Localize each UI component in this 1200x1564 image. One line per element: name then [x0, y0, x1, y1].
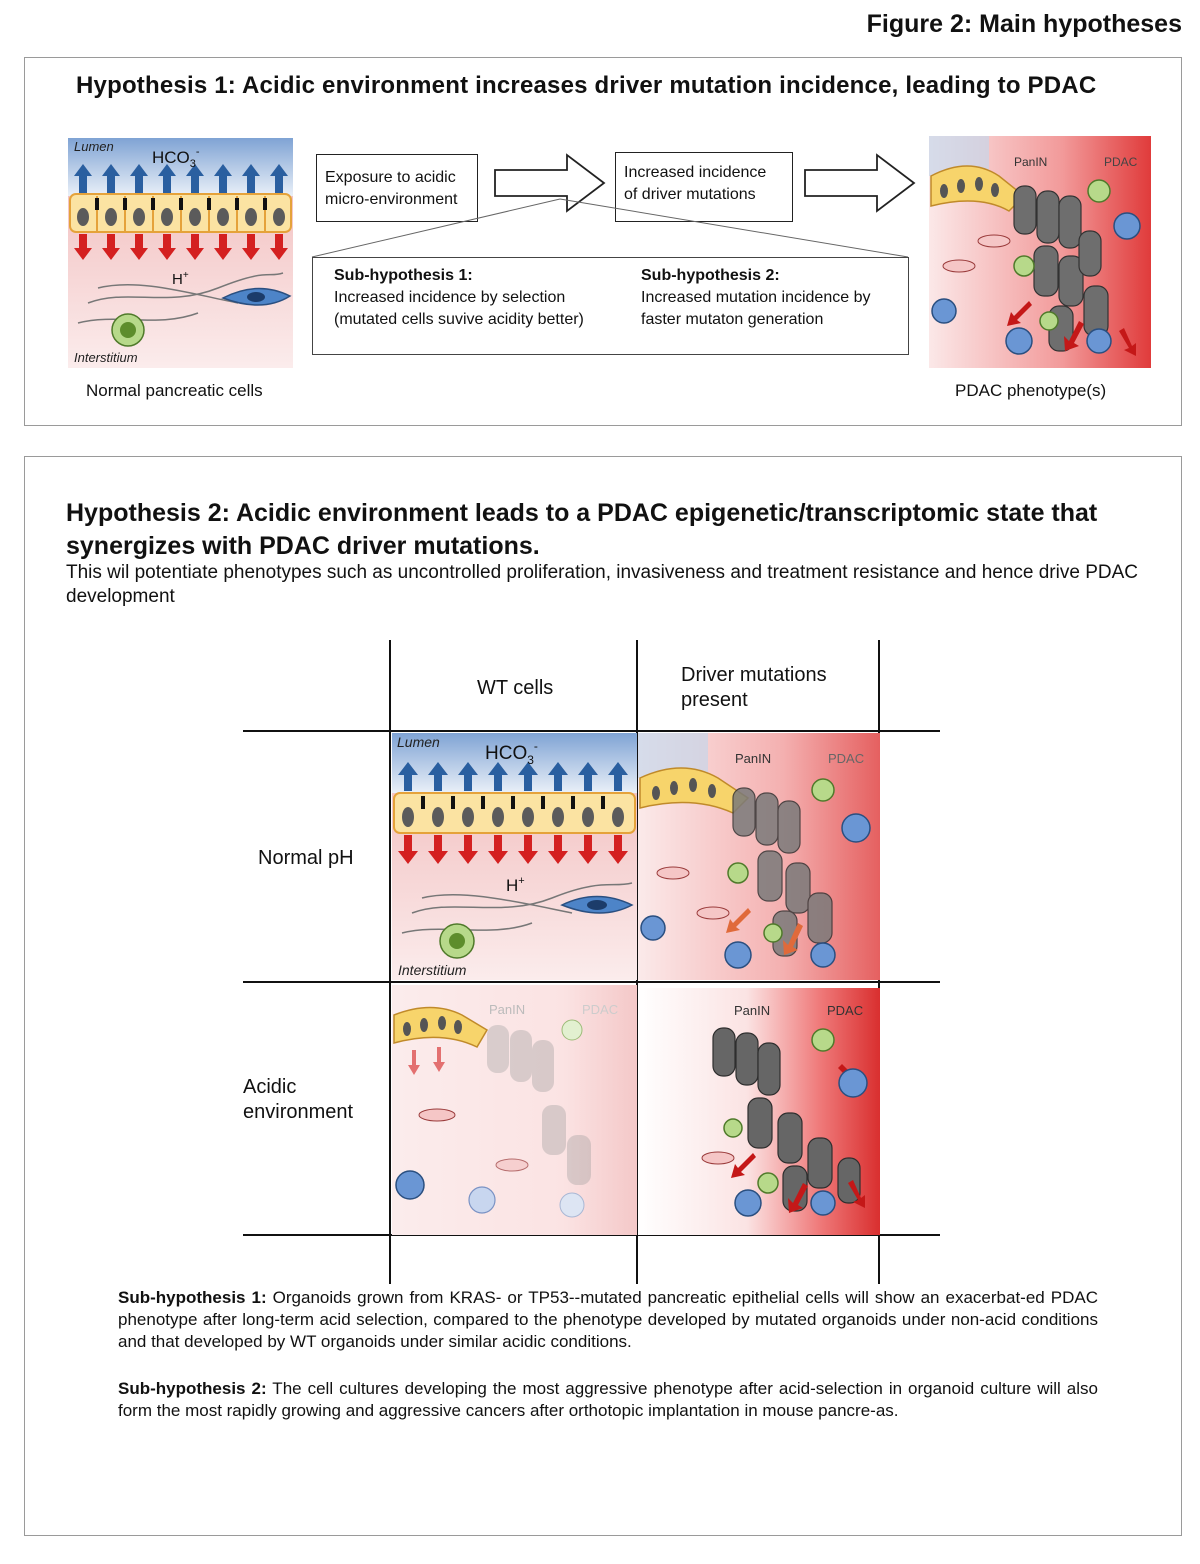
svg-text:H+: H+ — [172, 270, 189, 288]
row-normal-ph: Normal pH — [258, 847, 354, 869]
invasion-arrows — [1007, 301, 1136, 356]
proton-superscript-2: + — [518, 875, 524, 887]
hco3-label-2: HCO — [485, 743, 527, 764]
hyp2-sub-hypothesis-1: Sub-hypothesis 1: Organoids grown from K… — [118, 1287, 1098, 1353]
svg-text:HCO3-: HCO3- — [152, 146, 200, 170]
hco3-subscript: 3 — [190, 158, 196, 170]
hypothesis-2-panel — [24, 456, 1182, 1536]
sub-hypothesis-2-block: Sub-hypothesis 2: Increased mutation inc… — [641, 265, 907, 331]
figure-title: Figure 2: Main hypotheses — [866, 10, 1182, 38]
acidic-wt-image: PanIN PDAC — [392, 985, 637, 1235]
hyp2-sub2-text: The cell cultures developing the most ag… — [118, 1379, 1098, 1420]
pdac-label-4: PDAC — [827, 1003, 863, 1018]
fibroblast-cell — [221, 287, 292, 306]
normal-pancreatic-cells-image: Lumen HCO3- H+ Interstitium — [68, 138, 293, 368]
proton-label: H — [172, 271, 183, 288]
svg-text:H+: H+ — [506, 875, 525, 895]
hypothesis-1-title: Hypothesis 1: Acidic environment increas… — [76, 72, 1097, 99]
svg-text:HCO3-: HCO3- — [485, 739, 538, 767]
pdac-phenotype-image: PanIN PDAC — [929, 136, 1151, 368]
sub-hypotheses-box — [312, 257, 909, 355]
column-driver-mutations: Driver mutations present — [681, 664, 827, 711]
epithelial-cell-row — [69, 193, 292, 233]
sub-hypothesis-2-title: Sub-hypothesis 2: — [641, 267, 780, 284]
hyp2-sub1-text: Organoids grown from KRAS- or TP53--muta… — [118, 1288, 1098, 1351]
hco3-subscript-2: 3 — [527, 753, 534, 767]
lumen-label-2: Lumen — [397, 734, 440, 750]
pdac-phenotype-caption: PDAC phenotype(s) — [955, 381, 1107, 400]
zoom-connector-lines — [311, 198, 909, 258]
sub-hypothesis-2-text: Increased mutation incidence by faster m… — [641, 289, 871, 328]
proton-label-2: H — [506, 876, 518, 895]
hco3-label: HCO — [152, 148, 190, 167]
column-wt-cells: WT cells — [477, 677, 554, 699]
flow-arrow-2 — [804, 153, 916, 213]
pdac-label: PDAC — [1104, 155, 1138, 169]
lumen-label: Lumen — [74, 139, 114, 154]
pdac-label-2: PDAC — [828, 751, 864, 766]
immune-cell — [111, 313, 145, 347]
panin-label-4: PanIN — [734, 1003, 770, 1018]
hyp2-sub2-title: Sub-hypothesis 2: — [118, 1379, 267, 1398]
sub-hypothesis-1-title: Sub-hypothesis 1: — [334, 267, 473, 284]
stellate-cells — [931, 179, 1141, 355]
hypothesis-2-description: This wil potentiate phenotypes such as u… — [66, 562, 1138, 607]
flow-box-acidic-exposure: Exposure to acidic micro-environment — [316, 154, 478, 222]
row-acidic-environment: Acidic environment — [243, 1076, 354, 1123]
pdac-label-3: PDAC — [582, 1002, 618, 1017]
sub-hypothesis-1-text: Increased incidence by selection (mutate… — [334, 289, 584, 328]
hyp2-sub1-title: Sub-hypothesis 1: — [118, 1288, 267, 1307]
proton-superscript: + — [183, 270, 189, 281]
flow-arrow-1 — [494, 153, 606, 213]
bicarbonate-arrows — [74, 164, 288, 193]
hco3-superscript-2: - — [534, 739, 538, 753]
panin-cells — [930, 165, 1026, 212]
normal-cells-caption: Normal pancreatic cells — [86, 381, 263, 400]
interstitium-label-2: Interstitium — [398, 962, 467, 978]
normal-ph-driver-image: PanIN PDAC — [638, 733, 880, 980]
panin-label-3: PanIN — [489, 1002, 525, 1017]
hypothesis-2-title: Hypothesis 2: Acidic environment leads t… — [66, 499, 1098, 560]
hyp2-sub-hypothesis-2: Sub-hypothesis 2: The cell cultures deve… — [118, 1378, 1098, 1422]
interstitium-label: Interstitium — [74, 350, 138, 365]
panin-label: PanIN — [1014, 155, 1047, 169]
normal-ph-wt-image: Lumen HCO3- H+ Interstitium — [392, 733, 637, 980]
hypothesis-1-panel — [24, 57, 1182, 426]
sub-hypothesis-1-block: Sub-hypothesis 1: Increased incidence by… — [334, 265, 634, 331]
acidic-driver-image: PanIN PDAC — [638, 988, 880, 1235]
proton-arrows — [74, 234, 288, 260]
flow-box-driver-mutations: Increased incidence of driver mutations — [615, 152, 793, 222]
panin-label-2: PanIN — [735, 751, 771, 766]
hco3-superscript: - — [196, 146, 200, 158]
